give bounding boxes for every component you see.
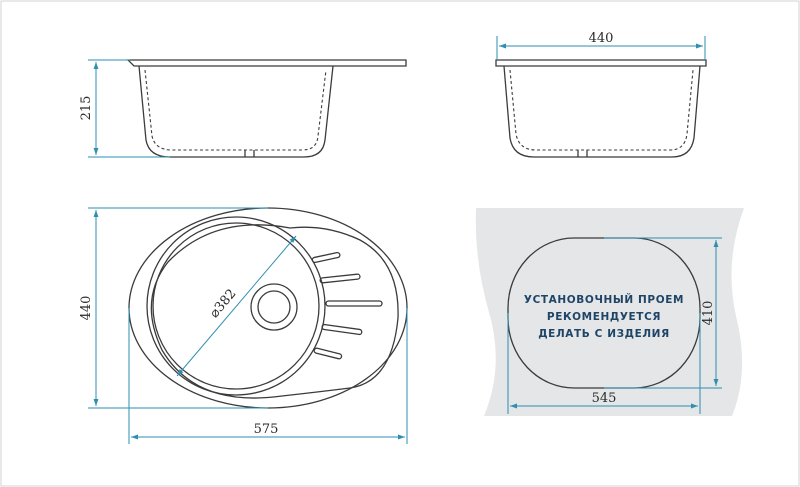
top-view-bowl-inner [152,222,320,390]
drainboard-grooves [311,251,383,360]
drainboard-groove [319,273,361,284]
top-view-outer-rim [128,207,408,409]
cutout-height-label: 410 [701,301,716,326]
top-view-drain-inner [257,290,291,324]
top-width-label: 575 [254,422,279,437]
drainboard-groove [311,251,341,264]
side-view-inner-wall [144,69,327,151]
bowl-diameter-dimension-line [176,235,297,377]
cutout-template: УСТАНОВОЧНЫЙ ПРОЕМ РЕКОМЕНДУЕТСЯ ДЕЛАТЬ … [475,208,744,416]
front-view-rim [495,59,707,67]
drainboard-groove [325,300,383,307]
bowl-diameter-label: ⌀382 [207,286,239,321]
front-width-label: 440 [589,31,614,46]
top-height-label: 440 [79,296,94,321]
top-view: ⌀382 440 575 [79,207,408,444]
side-view-drain [244,150,255,157]
side-view-rim [126,59,407,67]
cutout-note-line-1: УСТАНОВОЧНЫЙ ПРОЕМ [524,293,684,306]
cutout-note-line-2: РЕКОМЕНДУЕТСЯ [547,311,661,323]
drainboard-groove [313,347,343,360]
countertop-area [475,208,744,416]
top-view-bowl [146,216,326,396]
side-view-bowl [138,65,334,158]
drainboard-groove [321,323,363,336]
side-height-label: 215 [79,96,94,121]
cutout-width-label: 545 [592,391,617,406]
front-view-drain [577,150,588,157]
cutout-note-line-3: ДЕЛАТЬ С ИЗДЕЛИЯ [538,328,670,340]
front-view-inner-wall [509,69,694,151]
side-view: 215 [79,59,407,158]
top-view-rim-contour [150,224,399,399]
front-view-bowl [503,65,701,158]
front-view: 440 [495,31,707,158]
